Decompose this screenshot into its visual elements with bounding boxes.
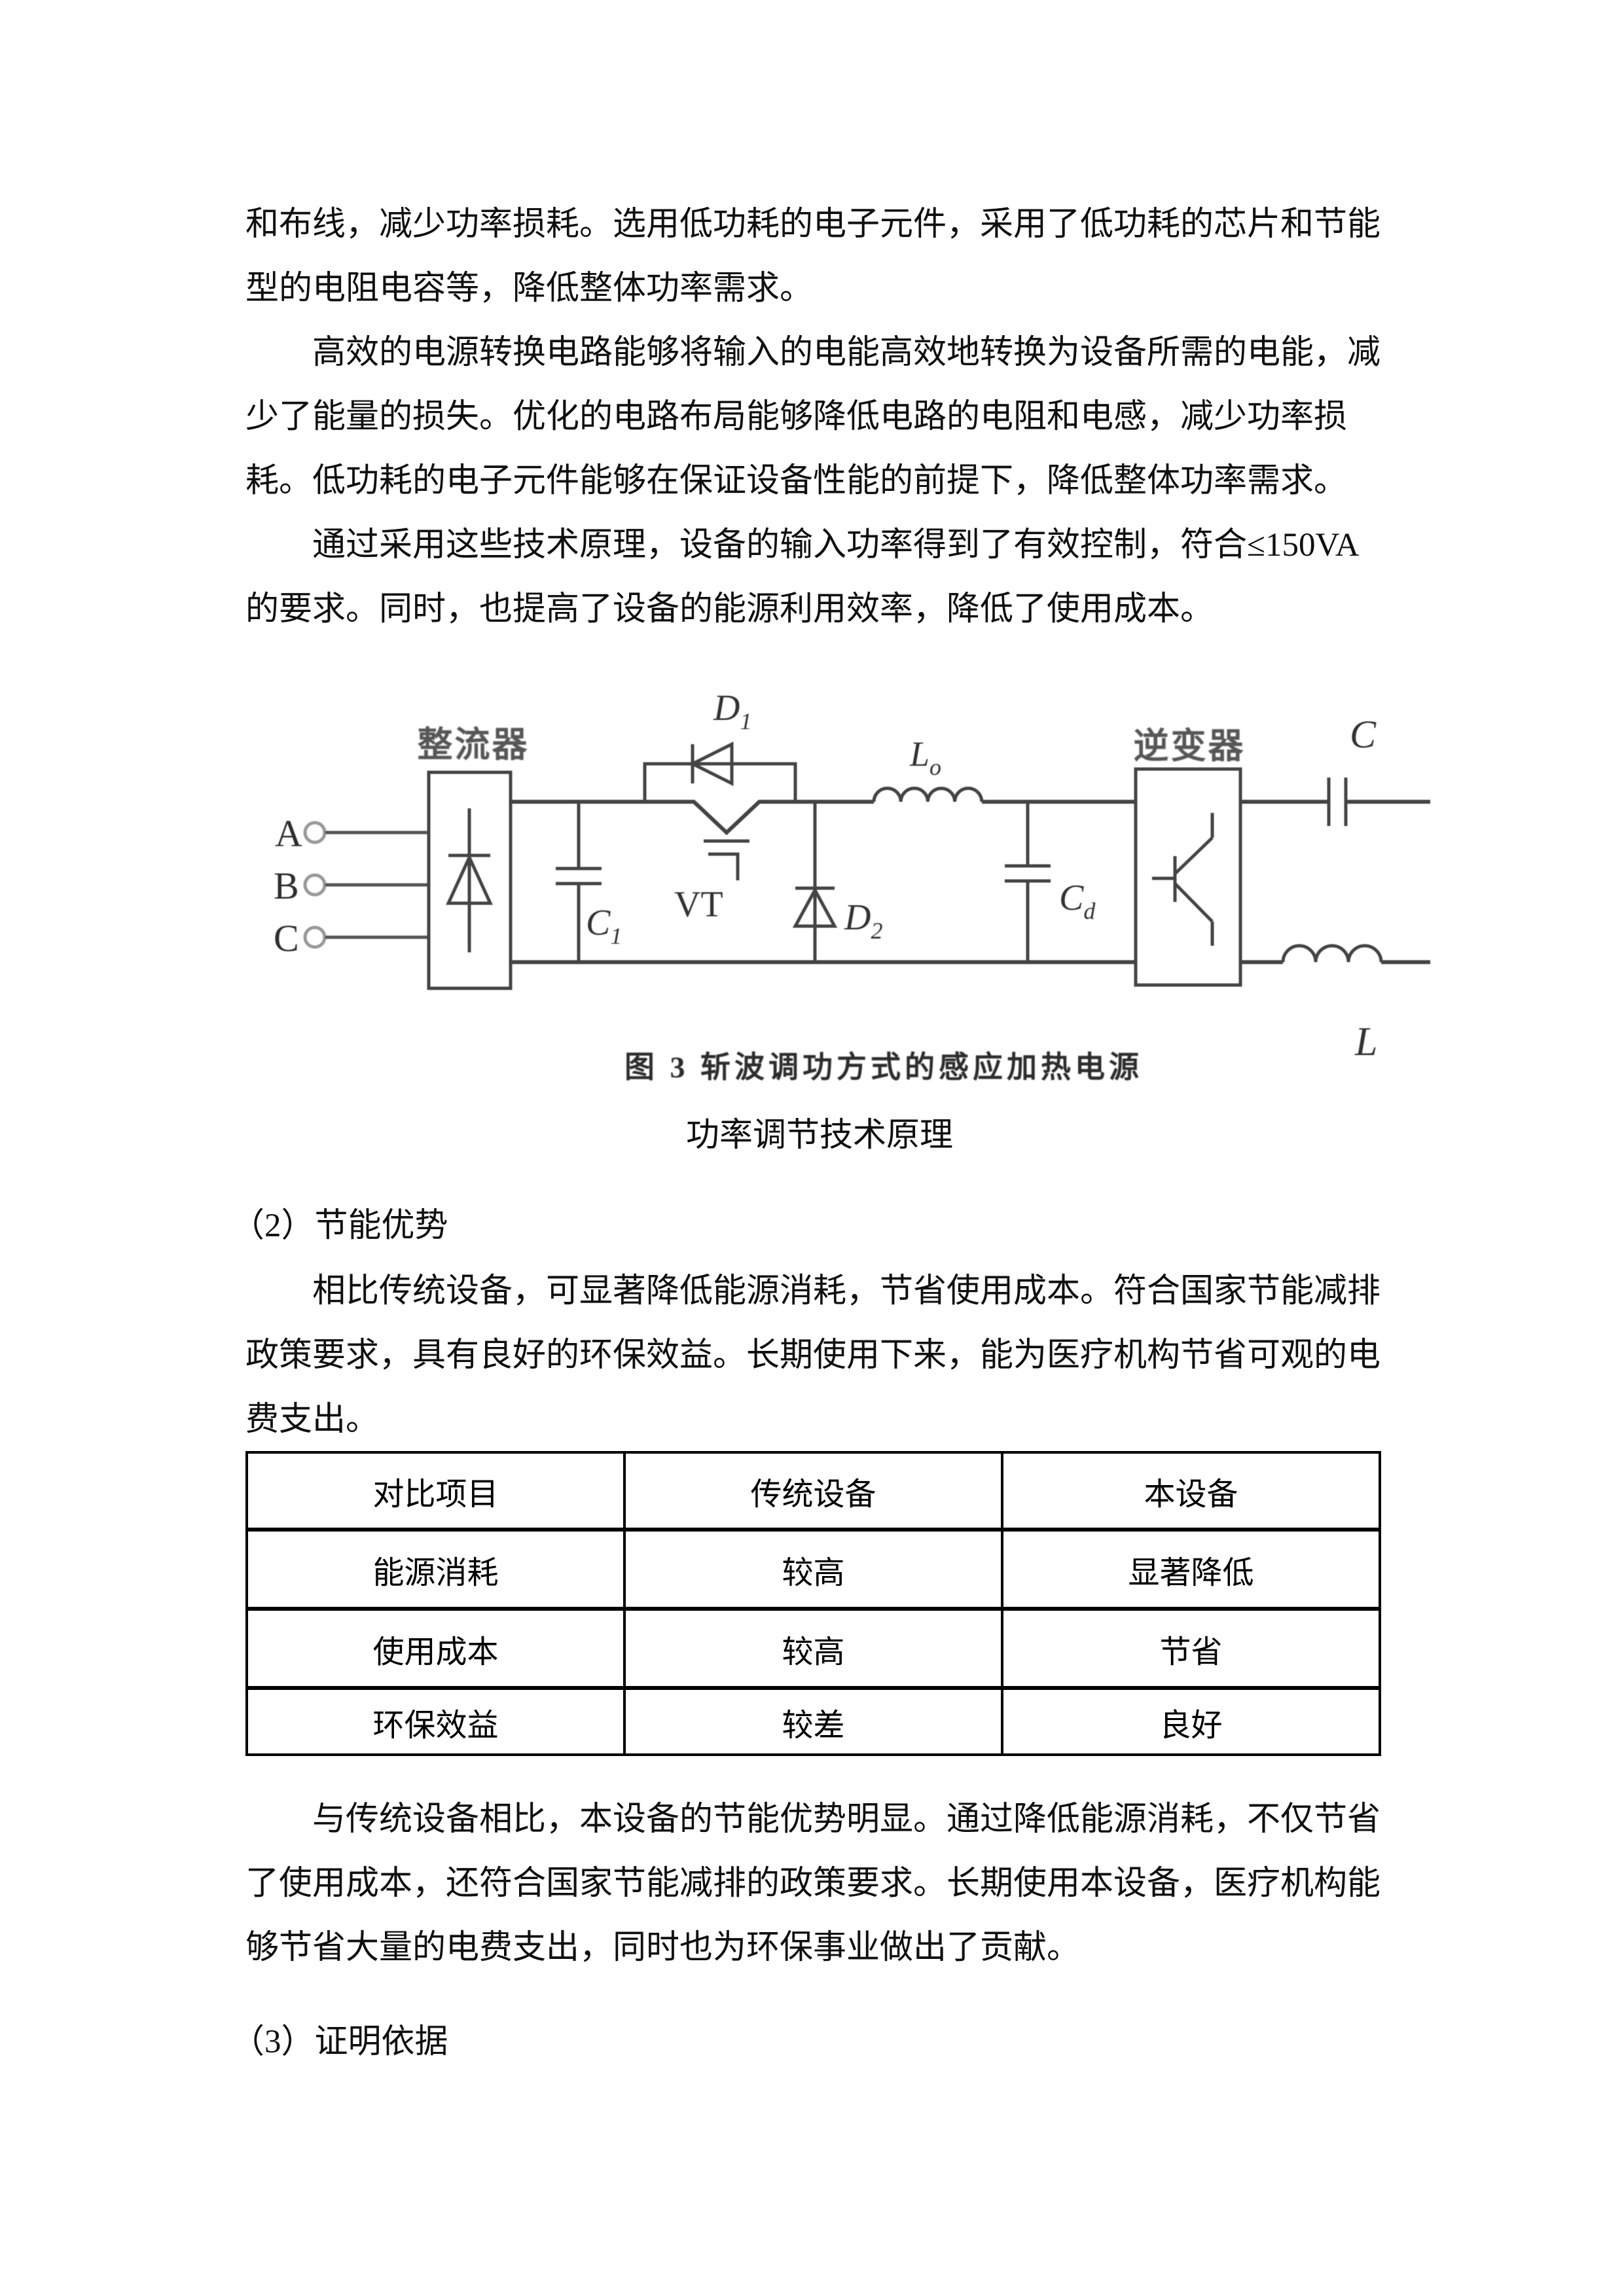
phase-b-label: B — [274, 865, 299, 907]
rectifier-box — [427, 770, 513, 990]
vt-label: VT — [674, 884, 723, 925]
rectifier-label: 整流器 — [418, 725, 530, 764]
figure-caption: 图 3 斩波调功方式的感应加热电源 — [624, 1050, 1143, 1084]
c1-label: C1 — [586, 903, 622, 949]
cell-cost-traditional: 较高 — [623, 1607, 1003, 1689]
col-header-traditional: 传统设备 — [623, 1451, 1003, 1531]
rectifier-diode-icon — [446, 808, 493, 952]
cell-env-this: 良好 — [1001, 1686, 1381, 1756]
d1-diode-icon — [689, 741, 734, 787]
l-out-label: L — [1354, 1020, 1377, 1064]
col-header-this-device: 本设备 — [1001, 1451, 1381, 1531]
capacitor-cd-icon — [1005, 802, 1051, 962]
cd-label: Cd — [1059, 878, 1096, 924]
table-header-row: 对比项目 传统设备 本设备 — [245, 1451, 1381, 1531]
output-inductor-icon — [1240, 944, 1430, 964]
cell-cost-item: 使用成本 — [245, 1607, 626, 1689]
inverter-box — [1134, 767, 1242, 987]
d2-label: D2 — [844, 897, 882, 944]
cell-energy-traditional: 较高 — [623, 1528, 1003, 1610]
terminal-b-icon — [303, 873, 327, 897]
cell-energy-item: 能源消耗 — [245, 1528, 626, 1610]
section-heading-2: （2）节能优势 — [231, 1208, 448, 1244]
d1-bypass-loop — [643, 741, 797, 802]
figure-3: 整流器 逆变器 A B C D1 V — [255, 674, 1434, 1067]
cell-cost-this: 节省 — [1001, 1607, 1381, 1689]
col-header-item: 对比项目 — [245, 1451, 626, 1531]
cell-energy-this: 显著降低 — [1001, 1528, 1381, 1610]
comparison-table: 对比项目 传统设备 本设备 能源消耗 较高 显著降低 使用成本 较高 节省 环保… — [245, 1451, 1381, 1756]
dc-bus-wires — [511, 800, 1136, 964]
d2-diode-icon — [792, 802, 838, 962]
paragraph-input-power-control: 通过采用这些技术原理，设备的输入功率得到了有效控制，符合≤150VA 的要求。同… — [245, 527, 1360, 628]
terminal-a-icon — [303, 821, 327, 844]
table-row: 能源消耗 较高 显著降低 — [245, 1528, 1381, 1610]
paragraph-power-components: 和布线，减少功率损耗。选用低功耗的电子元件，采用了低功耗的芯片和节能 型的电阻电… — [245, 206, 1381, 307]
circuit-diagram: 整流器 逆变器 A B C D1 V — [274, 688, 1430, 1064]
paragraph-conclusion: 与传统设备相比，本设备的节能优势明显。通过降低能源消耗，不仅节省 了使用成本，还… — [245, 1801, 1381, 1966]
lo-label: Lo — [909, 734, 941, 780]
paragraph-efficient-conversion: 高效的电源转换电路能够将输入的电能高效地转换为设备所需的电能，减 少了能量的损失… — [245, 334, 1381, 499]
d1-label: D1 — [713, 688, 751, 734]
input-terminals — [303, 821, 429, 949]
inverter-label: 逆变器 — [1134, 726, 1246, 766]
cell-env-item: 环保效益 — [245, 1686, 626, 1756]
vt-igbt-icon — [704, 839, 749, 880]
body-text-block: 和布线，减少功率损耗。选用低功耗的电子元件，采用了低功耗的芯片和节能 型的电阻电… — [245, 192, 1489, 641]
phase-c-label: C — [274, 917, 299, 960]
conclusion-text-block: 与传统设备相比，本设备的节能优势明显。通过降低能源消耗，不仅节省 了使用成本，还… — [245, 1787, 1489, 1980]
phase-a-label: A — [275, 812, 302, 855]
capacitor-c1-icon — [556, 802, 602, 962]
paragraph-savings-advantage: 相比传统设备，可显著降低能源消耗，节省使用成本。符合国家节能减排 政策要求，具有… — [245, 1273, 1381, 1438]
figure-subcaption: 功率调节技术原理 — [685, 1117, 953, 1154]
table-row: 环保效益 较差 良好 — [245, 1686, 1381, 1756]
c-out-label: C — [1350, 713, 1377, 756]
table-row: 使用成本 较高 节省 — [245, 1607, 1381, 1689]
section-heading-3: （3）证明依据 — [231, 2024, 448, 2060]
inverter-igbt-icon — [1152, 813, 1214, 946]
savings-text-block: 相比传统设备，可显著降低能源消耗，节省使用成本。符合国家节能减排 政策要求，具有… — [245, 1259, 1489, 1452]
output-capacitor-icon — [1240, 778, 1430, 826]
inductor-lo-icon — [872, 786, 984, 802]
cell-env-traditional: 较差 — [623, 1686, 1003, 1756]
terminal-c-icon — [303, 925, 327, 949]
